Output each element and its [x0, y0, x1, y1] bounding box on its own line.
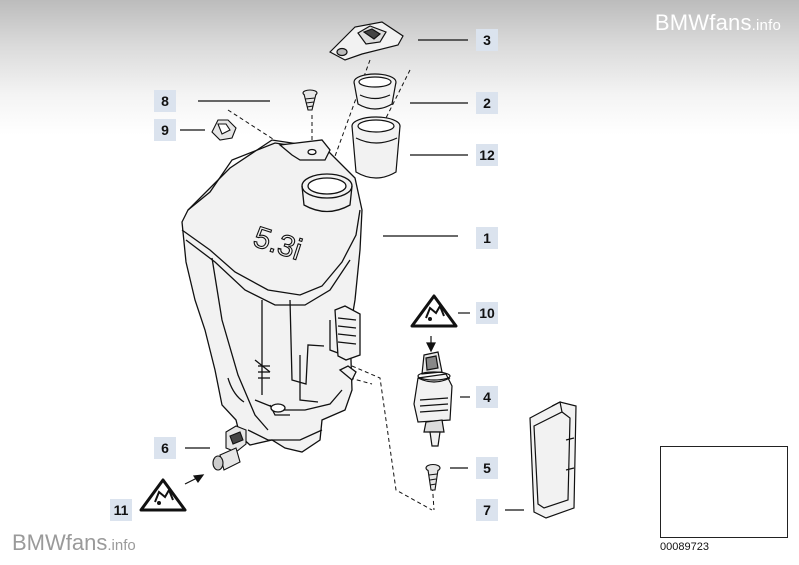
washer-pump-part	[413, 351, 453, 447]
fastening-screw-part	[302, 89, 318, 111]
watermark-brand: BMWfans	[12, 530, 108, 555]
watermark-bottom: BMWfans.info	[12, 530, 136, 556]
hose-connector-part	[212, 425, 247, 471]
inset-frame	[660, 446, 788, 538]
callout-2[interactable]: 2	[476, 92, 498, 114]
watermark-suffix: .info	[751, 17, 781, 34]
callout-10[interactable]: 10	[476, 302, 498, 324]
warning-note-icon	[410, 294, 458, 328]
screw-part	[425, 463, 441, 491]
callout-12[interactable]: 12	[476, 144, 498, 166]
callout-8[interactable]: 8	[154, 90, 176, 112]
filter-part	[353, 73, 397, 110]
callout-9[interactable]: 9	[154, 119, 176, 141]
callout-4[interactable]: 4	[476, 386, 498, 408]
filler-cap-part	[329, 21, 404, 61]
diagram-id: 00089723	[660, 541, 709, 553]
watermark-top: BMWfans.info	[655, 10, 781, 36]
callout-11[interactable]: 11	[110, 499, 132, 521]
washer-container-part	[181, 139, 363, 453]
callout-6[interactable]: 6	[154, 437, 176, 459]
watermark-suffix: .info	[107, 537, 136, 554]
cover-part	[529, 401, 577, 519]
callout-3[interactable]: 3	[476, 29, 498, 51]
clip-part	[211, 119, 237, 141]
filler-neck-part	[351, 116, 401, 179]
callout-1[interactable]: 1	[476, 227, 498, 249]
callout-7[interactable]: 7	[476, 499, 498, 521]
callout-5[interactable]: 5	[476, 457, 498, 479]
warning-note-icon	[139, 478, 187, 512]
watermark-brand: BMWfans	[654, 10, 752, 35]
